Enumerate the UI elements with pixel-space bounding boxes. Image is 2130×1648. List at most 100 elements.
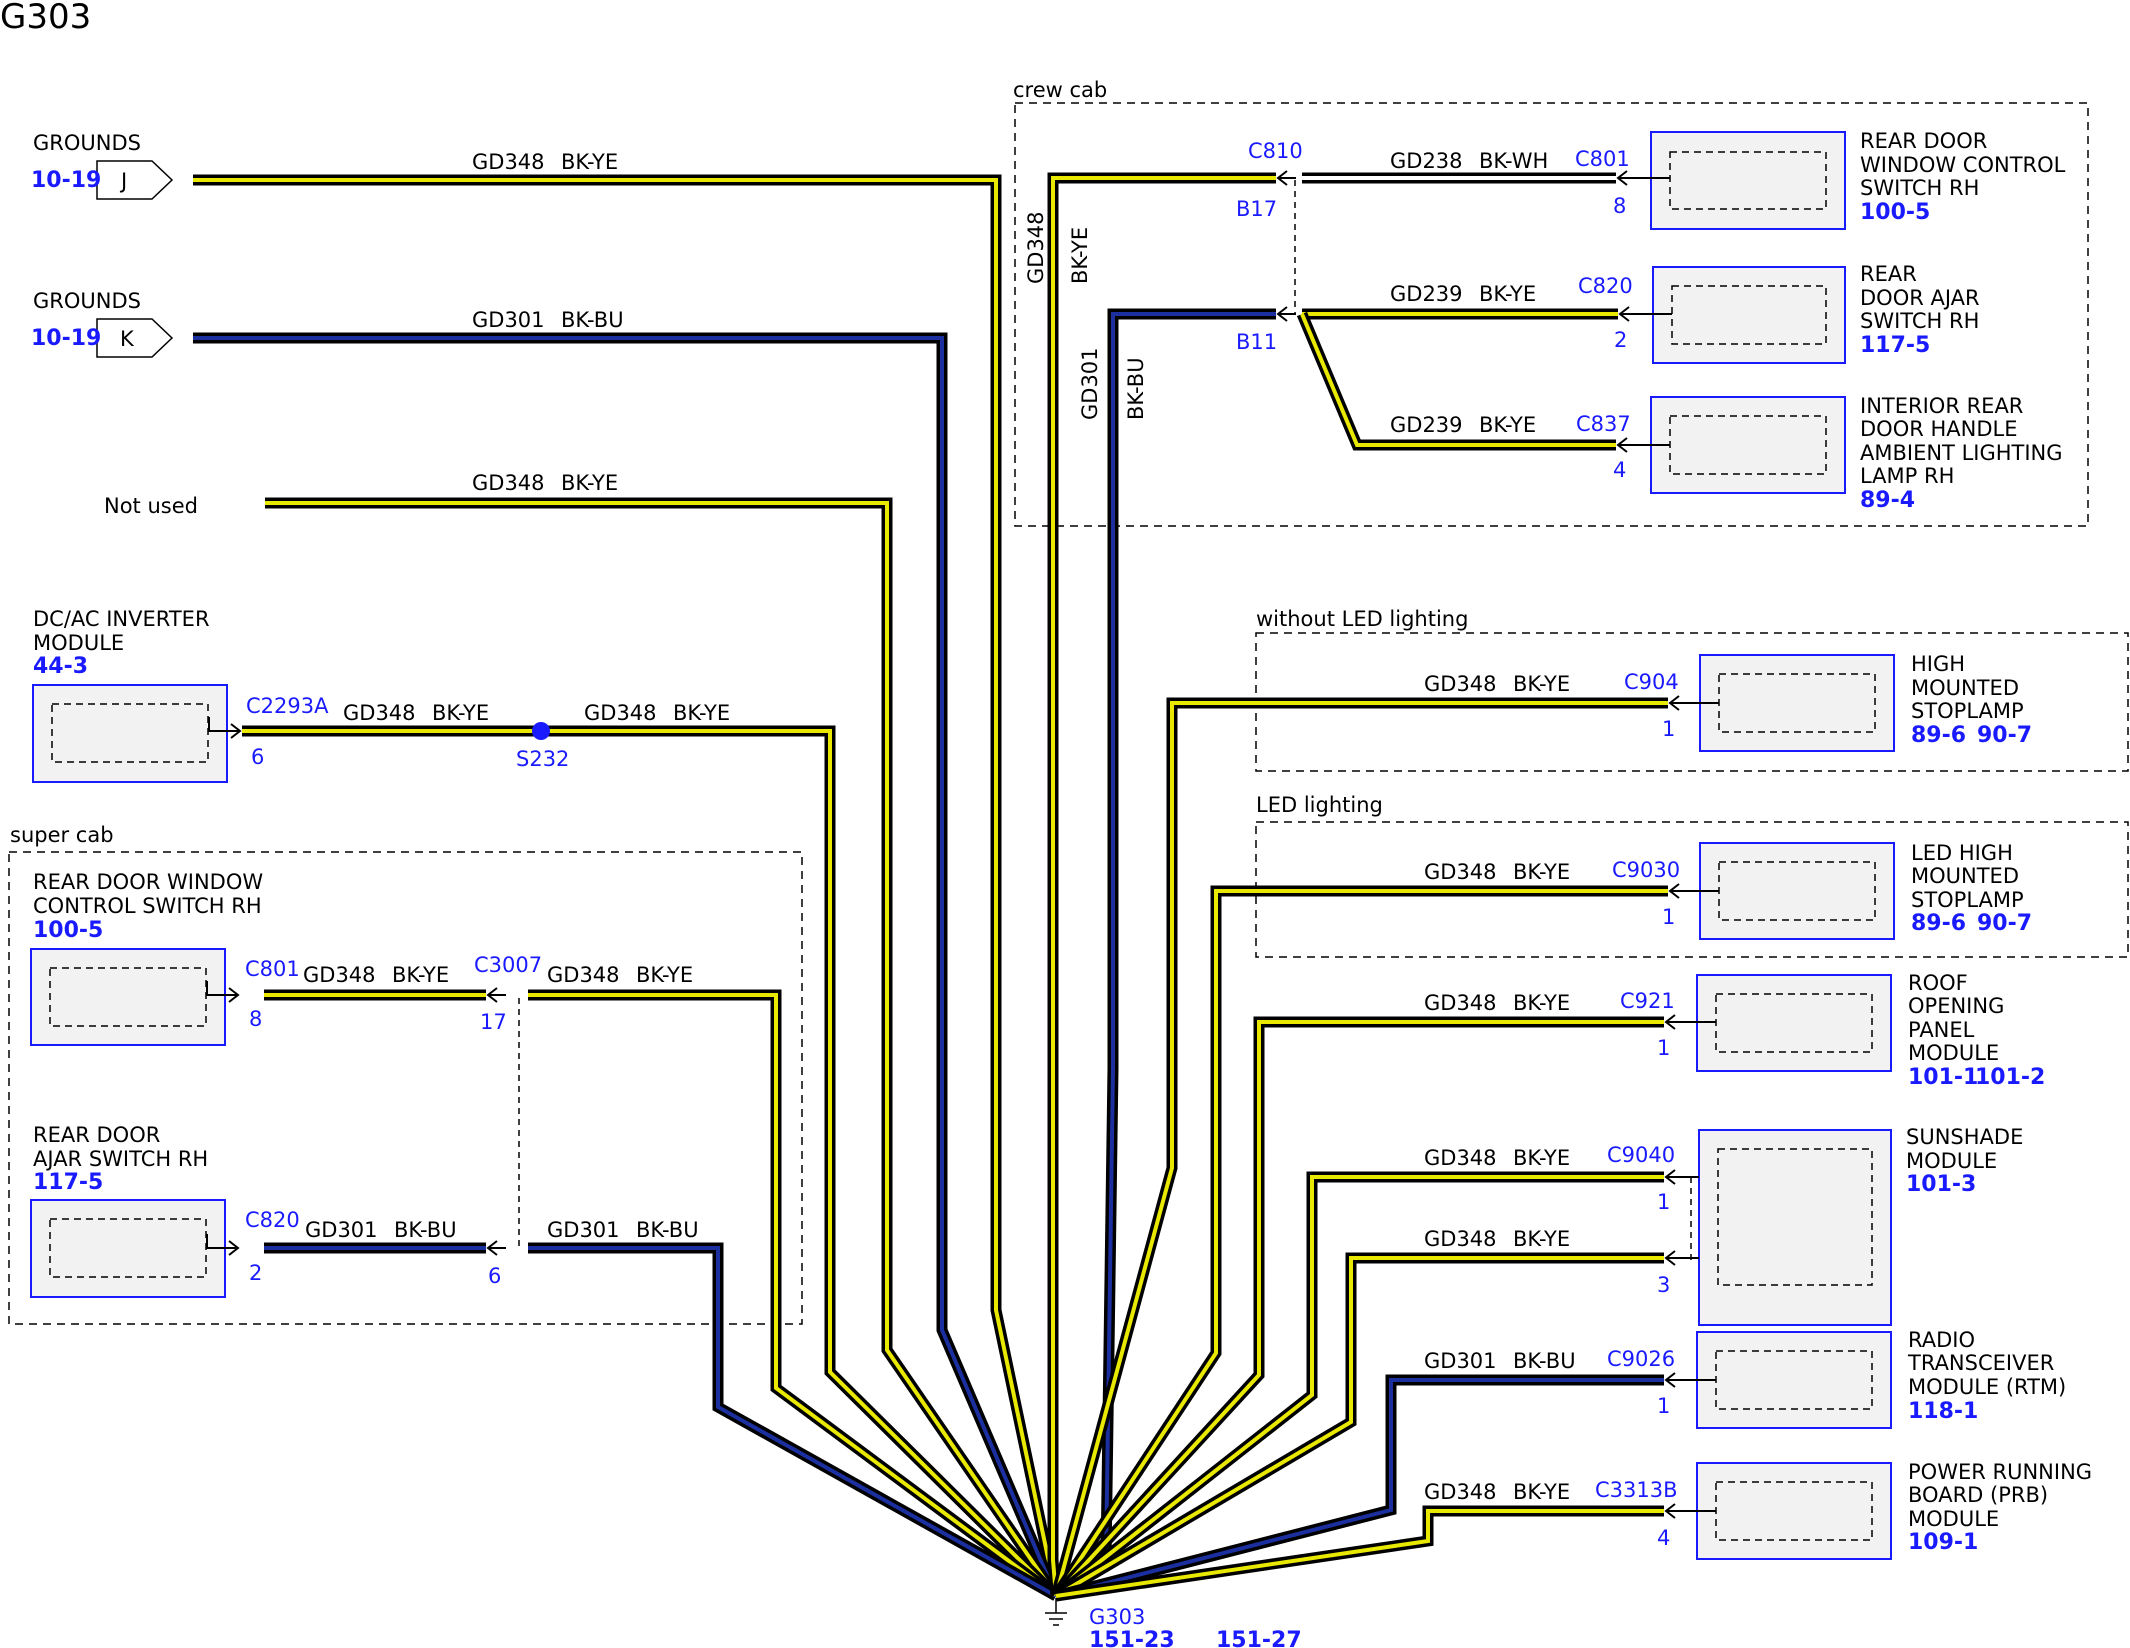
arrow-c810-b11 <box>1276 306 1296 322</box>
crew-lamp-name-line4: LAMP RH <box>1860 464 1954 488</box>
super-ajar-pin: 2 <box>249 1261 262 1285</box>
wire-super-window-out <box>528 989 1060 1601</box>
super-ajar-ref[interactable]: 117-5 <box>33 1170 103 1195</box>
crew-lamp-pin: 4 <box>1613 458 1626 482</box>
wire-super-ajar-out <box>528 1242 1059 1601</box>
led-lighting-label: LED lighting <box>1256 793 1383 817</box>
sunshade-box <box>1698 1129 1892 1326</box>
wire-radio <box>1054 1374 1664 1602</box>
prb-ref[interactable]: 109-1 <box>1908 1530 1978 1555</box>
wire-crew-gd348 <box>1047 172 1276 1597</box>
super-ajar-color: BK-BU <box>394 1218 457 1242</box>
super-ajar-name-line1: REAR DOOR <box>33 1123 160 1147</box>
super-cab-label: super cab <box>10 823 114 847</box>
crew-lamp-wire: GD239 <box>1390 413 1463 437</box>
arrow-stoplamp <box>1668 695 1719 711</box>
crew-ajar-connector: C820 <box>1578 274 1633 298</box>
sunshade-color1: BK-YE <box>1513 1146 1570 1170</box>
inverter-wire1: GD348 <box>343 701 416 725</box>
crew-window-name-line3: SWITCH RH <box>1860 176 1979 200</box>
led-stoplamp-connector: C9030 <box>1612 858 1680 882</box>
page-title: G303 <box>0 0 91 37</box>
wire-sunshade-3 <box>1053 1252 1664 1601</box>
stoplamp-ref2[interactable]: 90-7 <box>1977 723 2032 748</box>
super-ajar-switch-box <box>30 1199 226 1298</box>
radio-name-line3: MODULE (RTM) <box>1908 1375 2066 1399</box>
stoplamp-name-line2: MOUNTED <box>1911 676 2019 700</box>
crew-ajar-name-line2: DOOR AJAR <box>1860 286 1980 310</box>
crew-lamp-box <box>1650 396 1846 494</box>
super-ajar-inline-pin: 6 <box>488 1264 501 1288</box>
roof-ref1[interactable]: 101-1 <box>1908 1065 1978 1090</box>
arrow-prb <box>1664 1503 1716 1519</box>
roof-name-line3: PANEL <box>1908 1018 1975 1042</box>
crew-ajar-pin: 2 <box>1614 328 1627 352</box>
radio-connector: C9026 <box>1607 1347 1675 1371</box>
arrow-super-ajar <box>206 1234 240 1256</box>
crew-vertical1-wire: GD348 <box>1024 211 1048 284</box>
sunshade-connector: C9040 <box>1607 1143 1675 1167</box>
super-window-wire: GD348 <box>303 963 376 987</box>
arrow-c3007-17 <box>486 987 506 1003</box>
sunshade-ref[interactable]: 101-3 <box>1906 1172 1976 1197</box>
inverter-name-line2: MODULE <box>33 631 124 655</box>
crew-ajar-color: BK-YE <box>1479 282 1536 306</box>
roof-name-line4: MODULE <box>1908 1041 1999 1065</box>
super-cab-group <box>8 851 803 1325</box>
wire-grounds-j <box>193 174 1062 1598</box>
grounds-k-ref[interactable]: 10-19 <box>31 326 101 351</box>
sunshade-color2: BK-YE <box>1513 1227 1570 1251</box>
led-stoplamp-ref1[interactable]: 89-6 <box>1911 911 1966 936</box>
roof-name-line2: OPENING <box>1908 994 2004 1018</box>
led-stoplamp-box <box>1699 842 1895 940</box>
wire-grounds-k <box>193 332 1062 1599</box>
crew-lamp-color: BK-YE <box>1479 413 1536 437</box>
not-used-wire: GD348 <box>472 471 545 495</box>
wire-prb <box>1055 1505 1664 1602</box>
stoplamp-name-line3: STOPLAMP <box>1911 699 2024 723</box>
ground-ref1[interactable]: 151-23 <box>1089 1628 1175 1648</box>
super-window-pin: 8 <box>249 1007 262 1031</box>
radio-ref[interactable]: 118-1 <box>1908 1399 1978 1424</box>
arrow-crew-window <box>1616 170 1651 186</box>
sunshade-pin2: 3 <box>1657 1273 1670 1297</box>
crew-ajar-switch-box <box>1652 266 1846 364</box>
radio-color: BK-BU <box>1513 1349 1576 1373</box>
wire-crew-gd301 <box>1052 308 1276 1601</box>
wire-crew-lamp <box>1296 311 1616 451</box>
super-window-inline-connector: C3007 <box>474 953 542 977</box>
stoplamp-box <box>1699 654 1895 752</box>
crew-ajar-ref[interactable]: 117-5 <box>1860 333 1930 358</box>
super-window-color: BK-YE <box>392 963 449 987</box>
wire-led-stoplamp <box>1051 885 1668 1600</box>
roof-ref2[interactable]: 101-2 <box>1975 1065 2045 1090</box>
crew-window-name-line2: WINDOW CONTROL <box>1860 153 2066 177</box>
crew-window-ref[interactable]: 100-5 <box>1860 200 1930 225</box>
stoplamp-ref1[interactable]: 89-6 <box>1911 723 1966 748</box>
inverter-ref[interactable]: 44-3 <box>33 654 88 679</box>
grounds-k-flag <box>96 318 174 358</box>
not-used-label: Not used <box>104 494 198 518</box>
inverter-box <box>32 684 228 783</box>
arrow-radio <box>1664 1372 1716 1388</box>
led-stoplamp-name-line3: STOPLAMP <box>1911 888 2024 912</box>
sunshade-wire2: GD348 <box>1424 1227 1497 1251</box>
sunshade-name-line1: SUNSHADE <box>1906 1125 2023 1149</box>
inverter-color2: BK-YE <box>673 701 730 725</box>
led-stoplamp-ref2[interactable]: 90-7 <box>1977 911 2032 936</box>
crew-window-name-line1: REAR DOOR <box>1860 129 1987 153</box>
arrow-sunshade-1 <box>1664 1169 1699 1185</box>
ground-ref2[interactable]: 151-27 <box>1216 1628 1302 1648</box>
radio-pin: 1 <box>1657 1394 1670 1418</box>
crew-lamp-ref[interactable]: 89-4 <box>1860 488 1915 513</box>
crew-lamp-name-line1: INTERIOR REAR <box>1860 394 2023 418</box>
super-window-ref[interactable]: 100-5 <box>33 918 103 943</box>
grounds-j-ref[interactable]: 10-19 <box>31 168 101 193</box>
wire-stoplamp <box>1050 697 1668 1598</box>
crew-window-connector: C801 <box>1575 147 1630 171</box>
arrow-crew-ajar <box>1618 306 1653 322</box>
prb-name-line3: MODULE <box>1908 1507 1999 1531</box>
inverter-wire2: GD348 <box>584 701 657 725</box>
arrow-c810-b17 <box>1276 170 1296 186</box>
